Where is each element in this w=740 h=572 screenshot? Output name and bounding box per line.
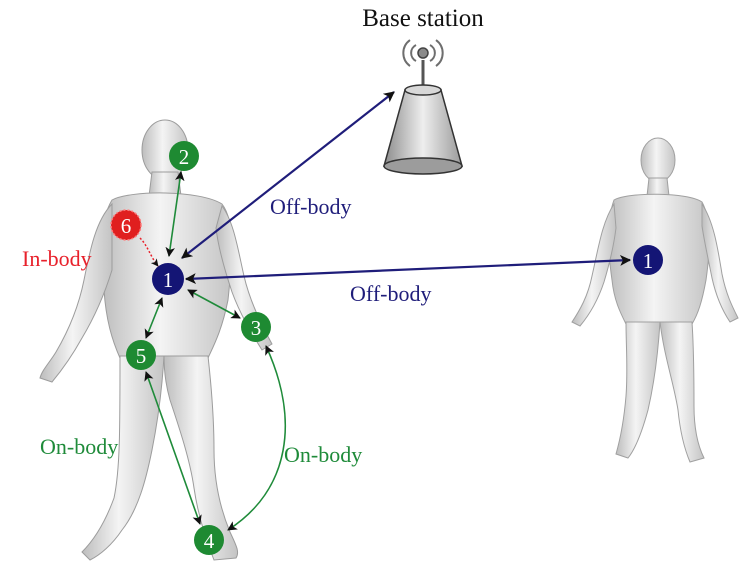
- off-body-label-station: Off-body: [270, 194, 351, 219]
- on-body-label-right: On-body: [284, 442, 362, 467]
- sensor-node-4: 4: [194, 525, 224, 555]
- base-station: Base station: [362, 5, 484, 174]
- human-figure-left: [40, 120, 272, 560]
- human-figure-right: [572, 138, 738, 462]
- base-station-tower-icon: [384, 85, 462, 174]
- on-body-link-3-4: [228, 346, 285, 530]
- base-station-label: Base station: [362, 5, 484, 32]
- sensor-node-5: 5: [126, 340, 156, 370]
- implant-node-6-label: 6: [121, 214, 132, 238]
- sensor-node-4-label: 4: [204, 529, 215, 553]
- off-body-label-person: Off-body: [350, 281, 431, 306]
- sensor-node-5-label: 5: [136, 344, 147, 368]
- sensor-node-2: 2: [169, 141, 199, 171]
- off-body-link-station: [182, 92, 394, 258]
- off-body-link-person: [186, 260, 630, 279]
- remote-hub-node-1: 1: [633, 245, 663, 275]
- hub-node-1: 1: [152, 263, 184, 295]
- on-body-label-left: On-body: [40, 434, 118, 459]
- hub-node-1-label: 1: [163, 268, 174, 292]
- remote-hub-node-1-label: 1: [643, 249, 654, 273]
- sensor-node-3: 3: [241, 312, 271, 342]
- implant-node-6: 6: [111, 210, 141, 240]
- in-body-label: In-body: [22, 246, 92, 271]
- sensor-node-2-label: 2: [179, 145, 190, 169]
- antenna-icon: [403, 40, 442, 88]
- sensor-node-3-label: 3: [251, 316, 262, 340]
